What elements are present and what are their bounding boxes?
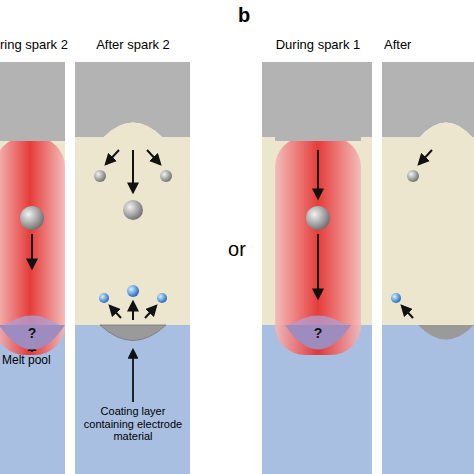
arrow — [145, 306, 156, 318]
crater — [418, 325, 474, 340]
electrode-particle — [123, 200, 143, 220]
arrow — [132, 150, 134, 192]
gap — [382, 123, 474, 326]
electrode-particle — [407, 170, 419, 182]
workpiece-particle — [127, 285, 139, 297]
electrode-particle — [306, 206, 330, 230]
panel-title: ring spark 2 — [0, 38, 90, 53]
arrow — [402, 306, 413, 318]
electrode-particle — [94, 170, 106, 182]
column-during-spark-2 — [0, 62, 65, 474]
workpiece-particle — [99, 293, 109, 303]
melt-pool-outline — [285, 325, 351, 350]
panel-title: After spark 2 — [78, 38, 188, 53]
panel-title: After — [384, 38, 474, 53]
workpiece — [262, 325, 372, 474]
plasma-channel — [275, 137, 361, 355]
tool-electrode-crater — [382, 62, 474, 137]
column-during-spark-1 — [262, 62, 372, 474]
arrow — [132, 302, 134, 320]
connector-word: or — [222, 238, 252, 261]
electrode-edge — [275, 137, 361, 141]
electrode-particle — [20, 206, 44, 230]
unknown-mark: ? — [285, 325, 351, 341]
melt-pool: ? — [0, 318, 65, 358]
workpiece — [382, 325, 474, 474]
unknown-mark: ? — [0, 325, 65, 341]
arrow — [132, 350, 134, 402]
gap — [75, 123, 190, 326]
workpiece-particle — [391, 293, 401, 303]
part-label: Coating layer containing electrode mater… — [80, 405, 186, 443]
arrow — [317, 150, 319, 198]
arrow — [31, 234, 33, 268]
arrow — [317, 234, 319, 298]
electrode-edge — [0, 137, 65, 141]
melt-pool-outline — [0, 325, 65, 350]
panel-title: During spark 1 — [262, 38, 374, 53]
column-after-spark-1 — [382, 62, 474, 474]
arrow — [110, 306, 121, 318]
arrow — [106, 150, 119, 164]
melt-pool: ? — [285, 318, 351, 358]
column-after-spark-2 — [75, 62, 190, 474]
melt-pool-top — [5, 316, 59, 326]
arrow — [147, 150, 160, 164]
melt-pool-top — [291, 316, 345, 326]
workpiece — [75, 325, 190, 474]
part-label: Melt pool — [2, 354, 72, 368]
tool-electrode — [262, 62, 372, 137]
workpiece-particle — [157, 293, 167, 303]
arrow — [419, 150, 432, 164]
plasma-channel — [0, 137, 65, 355]
coating-layer — [100, 325, 166, 341]
tool-electrode — [0, 62, 65, 137]
electrode-particle — [160, 170, 172, 182]
panel-letter: b — [238, 4, 258, 27]
